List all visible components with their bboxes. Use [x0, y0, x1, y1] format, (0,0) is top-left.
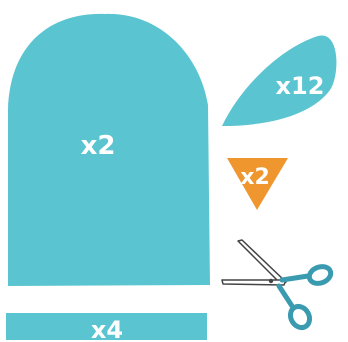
scissors-blade-upper: [238, 240, 286, 284]
scissors-handle-arm-lower: [279, 286, 292, 306]
triangle-pattern-piece: x2: [227, 158, 288, 210]
scissors-pivot: [269, 279, 273, 283]
scissors-icon: [222, 240, 333, 331]
triangle-piece-label: x2: [240, 165, 270, 190]
petal-piece-label: x12: [276, 72, 325, 100]
petal-pattern-piece: x12: [222, 35, 336, 126]
body-piece-label: x2: [81, 131, 116, 161]
strip-piece-label: x4: [91, 316, 123, 342]
body-pattern-piece: x2: [8, 14, 210, 286]
strip-pattern-piece: x4: [6, 313, 207, 342]
scissors-handle-arm-upper: [282, 276, 308, 280]
scissors-handle-ring-upper: [307, 264, 333, 287]
scissors-blade-lower: [222, 280, 286, 285]
